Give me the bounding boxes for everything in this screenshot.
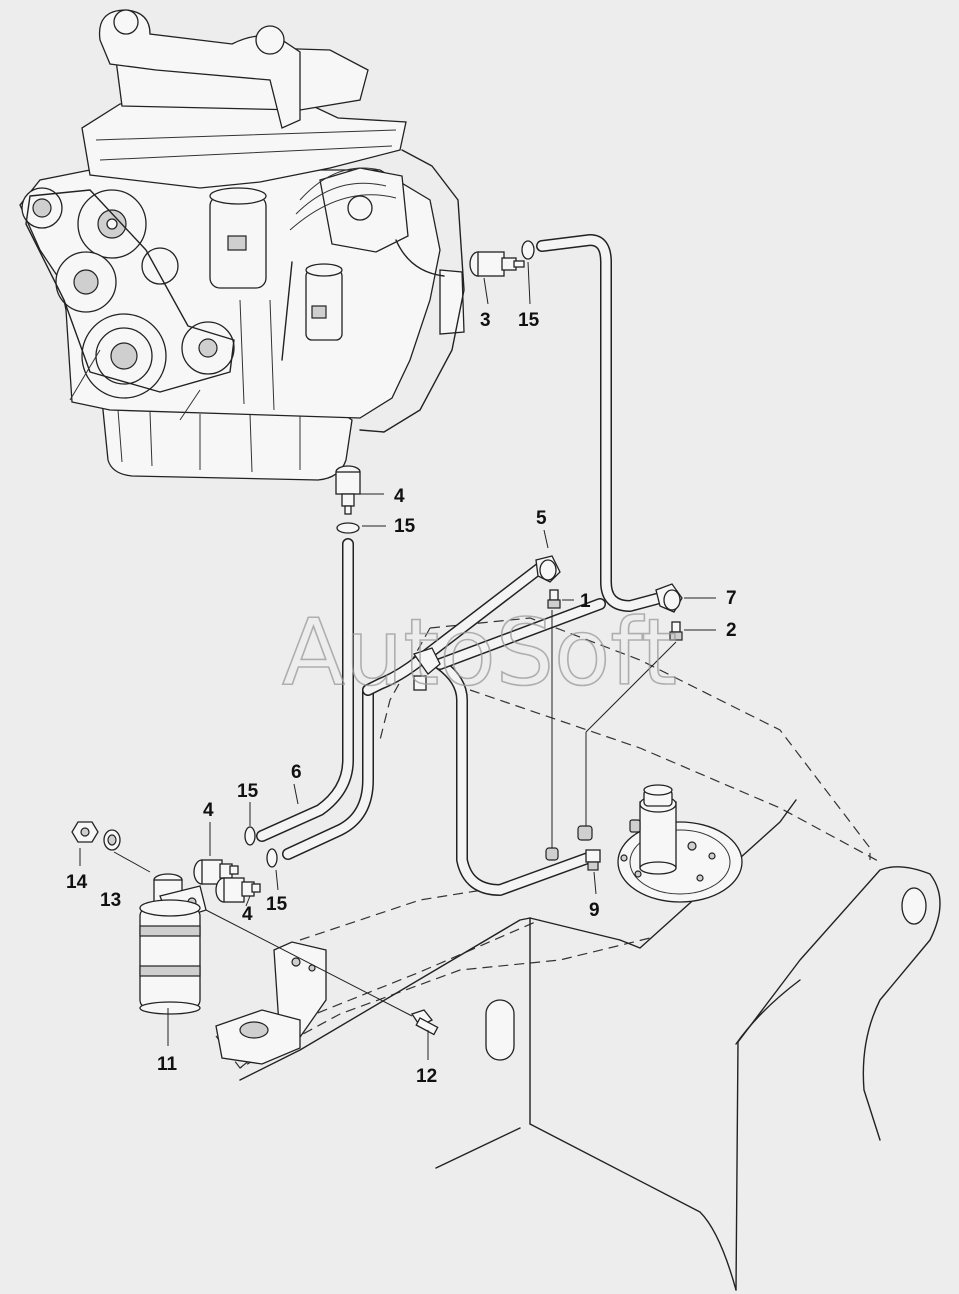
label-15-top: 15 <box>518 310 540 331</box>
tank-nut <box>577 825 593 841</box>
bolt-12 <box>410 1009 439 1036</box>
label-3: 3 <box>480 310 491 331</box>
nut-14 <box>71 821 99 843</box>
label-11: 11 <box>157 1054 178 1075</box>
clamp-15-top <box>521 240 535 260</box>
label-12: 12 <box>416 1066 437 1087</box>
clamp-15-lower <box>266 848 278 868</box>
fitting-9 <box>585 849 601 871</box>
watermark-text: AutoSoft <box>282 599 677 706</box>
label-14: 14 <box>66 872 88 893</box>
fuel-tank <box>215 617 941 1291</box>
leader-lines <box>79 261 716 1060</box>
label-4-lower: 4 <box>242 904 253 925</box>
elbow-7 <box>655 583 683 613</box>
label-15-upper: 15 <box>237 781 259 802</box>
label-15-mid: 15 <box>394 516 416 537</box>
label-9: 9 <box>589 900 600 921</box>
label-1: 1 <box>580 591 591 612</box>
union-1 <box>547 589 561 609</box>
elbow-5 <box>535 555 561 583</box>
part-labels: 3 15 4 15 5 1 7 2 6 15 4 14 13 4 15 9 11… <box>66 310 737 1087</box>
label-13: 13 <box>100 890 121 911</box>
label-4-top: 4 <box>394 486 405 507</box>
union-2 <box>669 621 683 641</box>
label-5: 5 <box>536 508 547 529</box>
fittings <box>71 240 683 1036</box>
label-4-upper: 4 <box>203 800 214 821</box>
clamp-15-mid <box>336 522 360 534</box>
bush-13 <box>103 829 121 851</box>
fuel-filter-11 <box>139 873 207 1015</box>
connector-4-lower <box>215 877 261 903</box>
label-15-lower: 15 <box>266 894 288 915</box>
clamp-15-upper <box>244 826 256 846</box>
label-7: 7 <box>726 588 737 609</box>
connector-4-upper <box>193 859 239 885</box>
coupler-3 <box>469 251 525 277</box>
engine-assembly <box>19 9 465 481</box>
label-6: 6 <box>291 762 302 783</box>
label-2: 2 <box>726 620 737 641</box>
tank-stud <box>545 847 559 861</box>
connector-4-top <box>335 465 361 515</box>
tank-bolt <box>629 819 641 833</box>
fuel-hoses <box>256 234 666 896</box>
elbow-tank-left <box>412 647 441 691</box>
